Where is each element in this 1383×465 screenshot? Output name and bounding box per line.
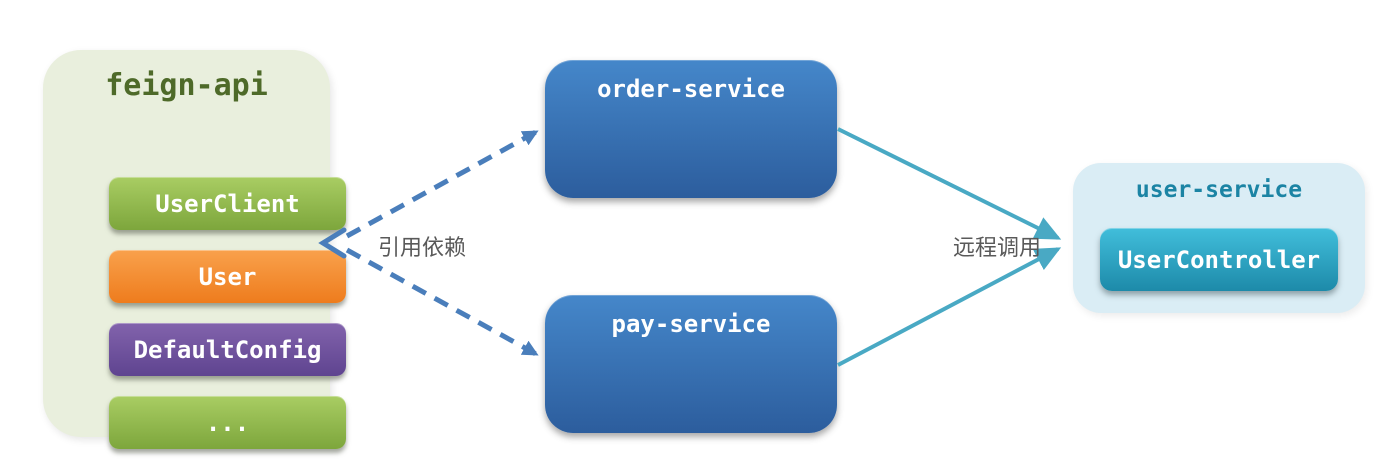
feign-api-panel: feign-api UserClient User DefaultConfig … [43,50,346,449]
dependency-edge-order [345,129,539,239]
pay-service-box: pay-service [545,295,837,433]
order-service-box: order-service [545,60,837,198]
order-service-label: order-service [597,75,785,103]
defaultconfig-chip: DefaultConfig [109,323,346,376]
dependency-label: 引用依赖 [378,236,467,261]
remote-edge-pay [837,247,1062,367]
feign-api-title: feign-api [105,68,268,103]
pay-service-label: pay-service [611,310,771,338]
remote-call-label: 远程调用 [953,236,1042,261]
usercontroller-chip: UserController [1100,228,1338,291]
user-chip: User [109,250,346,303]
userclient-chip: UserClient [109,177,346,230]
ellipsis-chip: ... [109,396,346,449]
user-service-title: user-service [1135,177,1303,203]
dependency-edge-pay [345,247,539,357]
remote-edge-order [837,127,1062,240]
